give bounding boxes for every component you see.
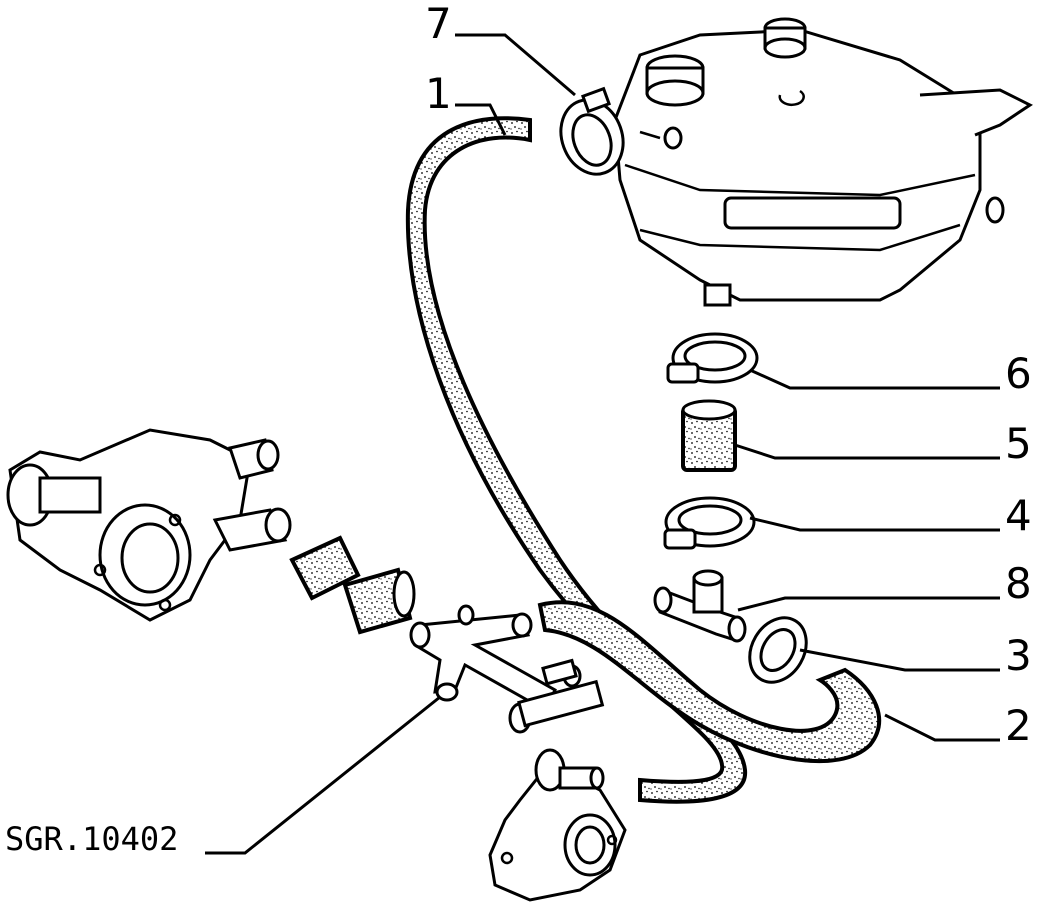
hose-5 (681, 399, 737, 472)
callout-5: 5 (1005, 419, 1032, 468)
leader-4 (749, 516, 1000, 532)
leader-3 (799, 648, 1000, 672)
short-hose-a (289, 535, 361, 601)
leader-7 (455, 33, 576, 97)
leader-8 (737, 596, 1000, 612)
expansion-tank (613, 17, 1033, 307)
outlet-elbow (488, 748, 627, 902)
callout-2: 2 (1005, 701, 1032, 750)
short-hose-b (342, 567, 416, 635)
clamp-4 (663, 496, 756, 550)
leader-2 (884, 713, 1000, 742)
callout-4: 4 (1005, 491, 1032, 540)
hose-2 (537, 600, 881, 764)
thermostat-housing (6, 428, 292, 622)
callout-3: 3 (1005, 631, 1032, 680)
leader-lines (205, 33, 1000, 855)
clamp-3 (748, 616, 808, 684)
leader-ref (205, 695, 441, 855)
clamp-6 (666, 332, 759, 384)
leader-6 (749, 368, 1000, 390)
clamp-7 (559, 86, 625, 176)
branch-pipe (409, 604, 605, 734)
callout-7: 7 (425, 0, 452, 48)
callout-8: 8 (1005, 559, 1032, 608)
leader-5 (734, 443, 1000, 460)
callout-1: 1 (425, 69, 452, 118)
t-fitting-8 (653, 569, 747, 643)
leader-1 (455, 103, 507, 136)
callout-6: 6 (1005, 349, 1032, 398)
drawing-reference: SGR.10402 (5, 820, 178, 858)
